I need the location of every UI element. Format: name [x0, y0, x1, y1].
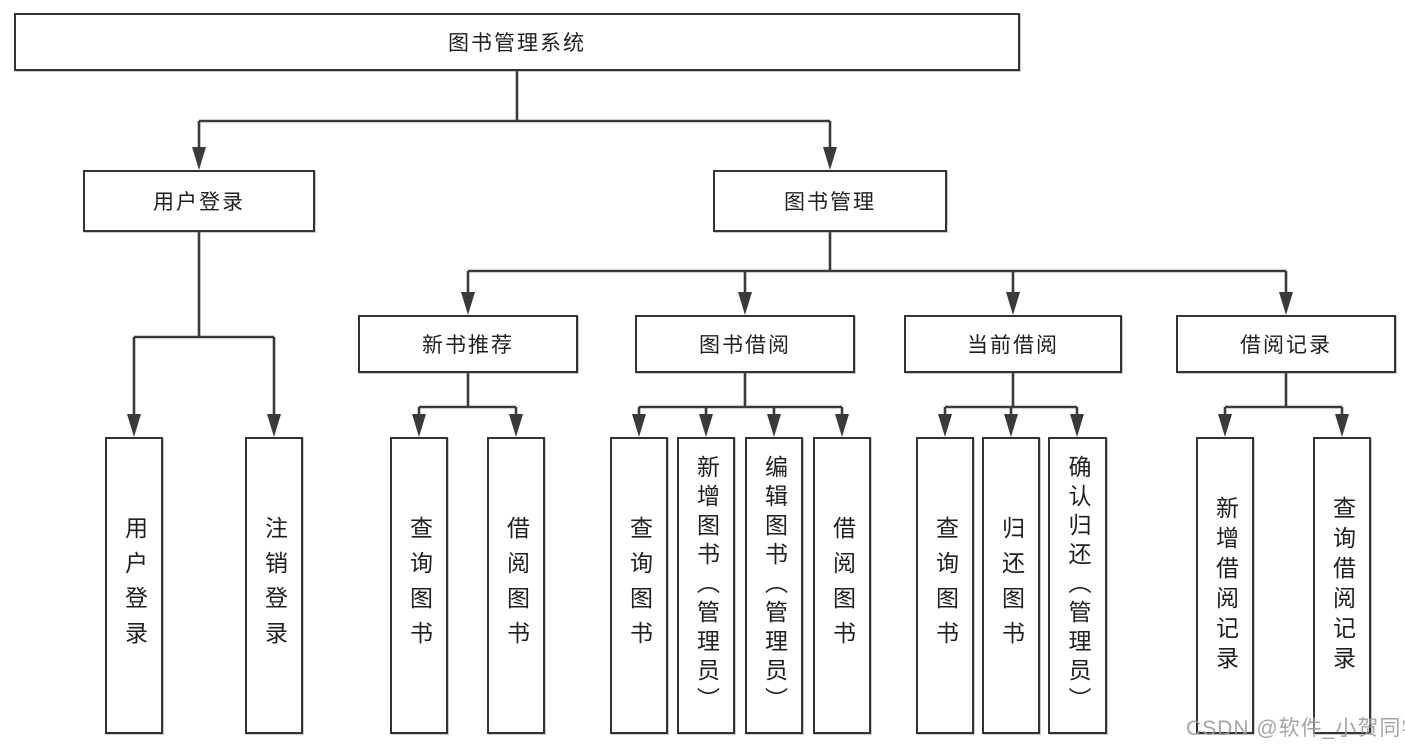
node-borrow-books-leaf-label: 借阅图书 — [829, 515, 856, 656]
node-return-book: 归还图书 — [982, 437, 1040, 734]
node-query-books-recommend: 查询图书 — [390, 437, 448, 734]
node-book-management: 图书管理 — [713, 170, 947, 232]
node-leaf-logout: 注销登录 — [245, 437, 303, 734]
node-leaf-user-login: 用户登录 — [105, 437, 163, 734]
node-query-borrow-record-label: 查询借阅记录 — [1329, 495, 1356, 676]
node-new-book-recommend: 新书推荐 — [358, 315, 578, 373]
watermark: CSDN @软件_小贺同学 — [1186, 717, 1405, 740]
node-user-login-label: 用户登录 — [153, 191, 245, 214]
node-edit-book-admin: 编辑图书（管理员） — [745, 437, 803, 734]
node-borrow-books-recommend-label: 借阅图书 — [503, 515, 530, 656]
node-book-borrow: 图书借阅 — [635, 315, 855, 373]
node-confirm-return-admin: 确认归还（管理员） — [1048, 437, 1107, 734]
node-query-books-current: 查询图书 — [916, 437, 974, 734]
node-borrow-books-recommend: 借阅图书 — [487, 437, 545, 734]
node-query-books-borrow-label: 查询图书 — [626, 515, 653, 656]
node-confirm-return-admin-label: 确认归还（管理员） — [1065, 455, 1091, 716]
node-edit-book-admin-label: 编辑图书（管理员） — [761, 455, 788, 716]
node-leaf-user-login-label: 用户登录 — [121, 515, 148, 656]
node-query-books-current-label: 查询图书 — [932, 515, 959, 656]
node-borrow-records-label: 借阅记录 — [1240, 334, 1332, 357]
node-book-borrow-label: 图书借阅 — [699, 334, 791, 357]
node-new-book-recommend-label: 新书推荐 — [422, 334, 514, 357]
node-borrow-records: 借阅记录 — [1176, 315, 1396, 373]
node-book-management-label: 图书管理 — [784, 191, 876, 214]
node-current-borrow-label: 当前借阅 — [967, 334, 1059, 357]
node-add-book-admin: 新增图书（管理员） — [677, 437, 735, 734]
node-borrow-books-leaf: 借阅图书 — [813, 437, 871, 734]
node-query-books-recommend-label: 查询图书 — [406, 515, 433, 656]
node-root-label: 图书管理系统 — [448, 32, 586, 55]
node-query-books-borrow: 查询图书 — [610, 437, 668, 734]
node-query-borrow-record: 查询借阅记录 — [1313, 437, 1371, 734]
node-leaf-logout-label: 注销登录 — [261, 515, 288, 656]
node-add-borrow-record: 新增借阅记录 — [1196, 437, 1254, 734]
node-return-book-label: 归还图书 — [998, 515, 1025, 656]
node-add-borrow-record-label: 新增借阅记录 — [1212, 495, 1239, 676]
node-user-login: 用户登录 — [83, 170, 315, 232]
node-root: 图书管理系统 — [14, 13, 1020, 71]
node-current-borrow: 当前借阅 — [904, 315, 1122, 373]
node-add-book-admin-label: 新增图书（管理员） — [693, 455, 720, 716]
